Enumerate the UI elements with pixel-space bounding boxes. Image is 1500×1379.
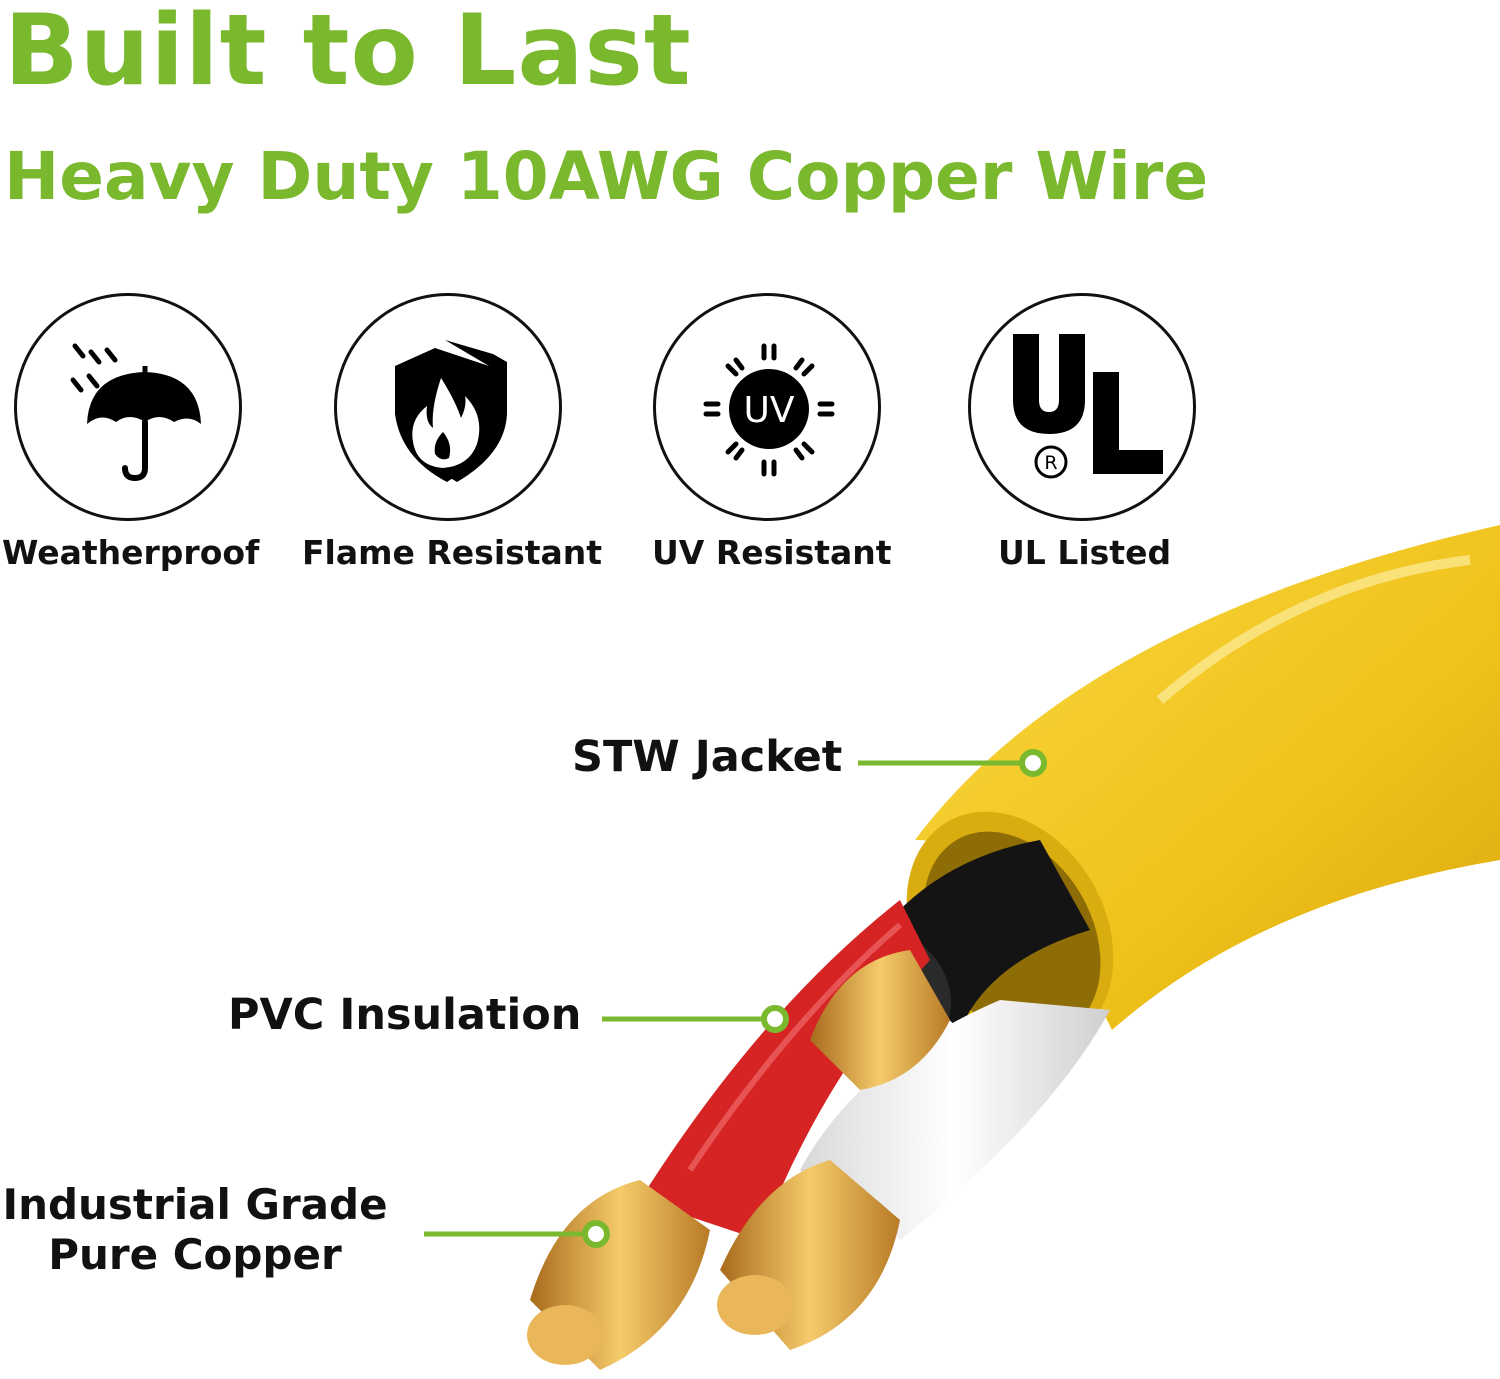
headline-subtitle: Heavy Duty 10AWG Copper Wire bbox=[4, 138, 1209, 215]
callout-stw-jacket: STW Jacket bbox=[572, 732, 843, 782]
ul-listed-logo: R bbox=[968, 293, 1196, 521]
feature-label: UV Resistant bbox=[652, 533, 892, 572]
feature-label: UL Listed bbox=[998, 533, 1172, 572]
feature-label: Flame Resistant bbox=[302, 533, 603, 572]
uv-icon-text: UV bbox=[744, 390, 795, 431]
svg-text:R: R bbox=[1044, 452, 1057, 474]
copper-conductor-top bbox=[810, 950, 950, 1090]
insulation-pointer-dot bbox=[761, 1005, 789, 1033]
callout-pvc-insulation: PVC Insulation bbox=[228, 990, 582, 1040]
callout-copper-conductor: Industrial Grade Pure Copper bbox=[0, 1180, 390, 1280]
white-insulation bbox=[800, 1000, 1110, 1240]
uv-sun-icon: UV bbox=[653, 293, 881, 521]
flame-shield-icon bbox=[334, 293, 562, 521]
copper-conductor-right bbox=[717, 1160, 900, 1350]
callout-line-2: Pure Copper bbox=[48, 1230, 342, 1279]
callout-line-1: Industrial Grade bbox=[2, 1180, 388, 1229]
jacket-pointer-dot bbox=[1019, 749, 1047, 777]
conductor-pointer-dot bbox=[582, 1220, 610, 1248]
headline-title: Built to Last bbox=[4, 0, 692, 108]
umbrella-rain-icon bbox=[14, 293, 242, 521]
feature-label: Weatherproof bbox=[2, 533, 260, 572]
copper-conductor-left bbox=[527, 1180, 710, 1370]
